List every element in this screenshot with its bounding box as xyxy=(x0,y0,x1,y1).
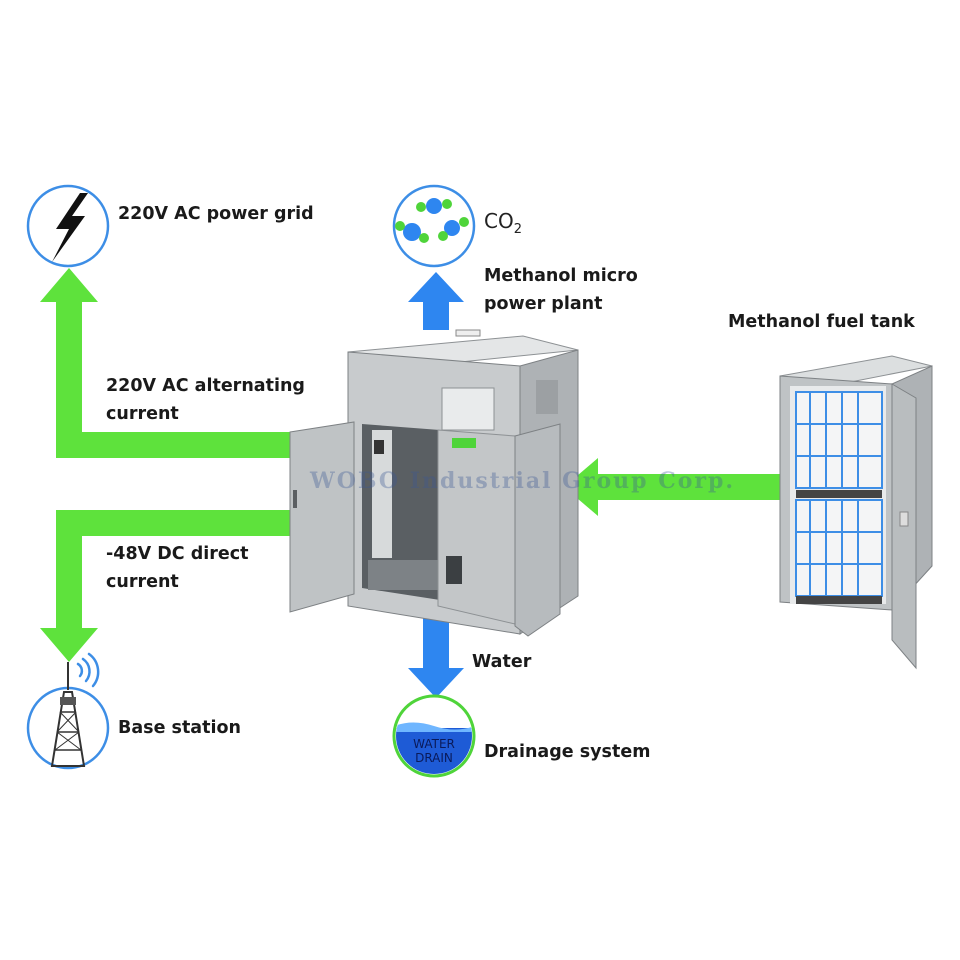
ac-label-line2: current xyxy=(106,404,179,424)
co2-molecules-icon xyxy=(392,184,476,268)
dc-label-line2: current xyxy=(106,572,179,592)
ac-current-arrow xyxy=(40,268,292,458)
methanol-power-plant-cabinet xyxy=(289,329,579,637)
co2-subscript: 2 xyxy=(513,222,522,237)
drain-badge-line1: WATER xyxy=(413,737,455,751)
power-grid-label: 220V AC power grid xyxy=(118,204,314,224)
fuel-supply-arrow xyxy=(564,458,782,516)
base-station-label: Base station xyxy=(118,718,241,738)
fuel-tank-label: Methanol fuel tank xyxy=(728,312,915,332)
co2-exhaust-arrow xyxy=(408,272,464,330)
water-drain-icon: WATER DRAIN xyxy=(392,694,476,778)
drain-badge-line2: DRAIN xyxy=(415,751,453,765)
tower-icon xyxy=(26,662,110,770)
lightning-icon xyxy=(26,184,110,268)
plant-label-line2: power plant xyxy=(484,294,603,314)
methanol-fuel-tank-cabinet xyxy=(779,355,933,670)
water-label: Water xyxy=(472,652,532,672)
wifi-signal-icon xyxy=(76,652,100,688)
watermark: WOBO Industrial Group Corp. xyxy=(310,468,736,494)
dc-label-line1: -48V DC direct xyxy=(106,544,249,564)
dc-current-arrow xyxy=(40,510,292,662)
ac-label-line1: 220V AC alternating xyxy=(106,376,305,396)
co2-label: CO2 xyxy=(484,209,522,237)
plant-label-line1: Methanol micro xyxy=(484,266,638,286)
co2-main: CO xyxy=(484,209,514,233)
water-output-arrow xyxy=(408,614,464,698)
drainage-label: Drainage system xyxy=(484,742,651,762)
